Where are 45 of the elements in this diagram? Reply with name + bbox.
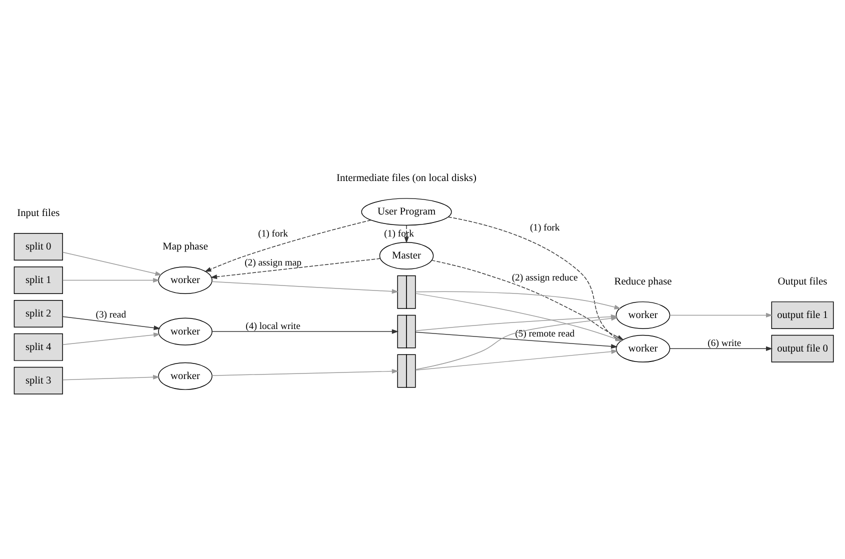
edge-label: (3) read: [96, 310, 126, 321]
arrow: [404, 225, 409, 244]
edge-label: (2) assign reduce: [512, 272, 578, 284]
node-ellipse: worker: [158, 318, 212, 346]
arrow: [415, 291, 622, 310]
node-ellipse: worker: [616, 301, 670, 329]
arrow: [210, 258, 381, 280]
arrow: [415, 349, 618, 371]
edge-label: (1) fork: [530, 222, 560, 234]
arrow: [62, 278, 160, 283]
node-ellipse: User Program: [361, 198, 452, 226]
node-box: split 0: [14, 233, 63, 261]
arrow: [212, 368, 399, 376]
arrow: [669, 312, 773, 318]
edge-label: (5) remote read: [515, 328, 575, 340]
arrow: [669, 346, 773, 352]
label: Intermediate files (on local disks): [336, 173, 476, 184]
edge-label: (6) write: [708, 338, 742, 349]
arrow: [62, 252, 162, 276]
arrow: [448, 216, 622, 342]
arrow: [62, 374, 160, 380]
arrow: [415, 316, 618, 370]
arrow: [204, 220, 372, 272]
node-ellipse: worker: [158, 362, 212, 390]
node-box: output file 0: [771, 334, 834, 362]
label: Reduce phase: [614, 276, 672, 288]
arrow: [415, 293, 622, 342]
arrow: [212, 329, 399, 334]
label: Input files: [17, 208, 60, 220]
edge-label: (1) fork: [384, 228, 414, 240]
node-box: output file 1: [771, 301, 834, 329]
arrow: [415, 332, 618, 349]
node-box: split 1: [14, 266, 63, 294]
arrow: [212, 281, 399, 294]
node-box: split 2: [14, 300, 63, 328]
node-box: split 4: [14, 333, 63, 361]
arrow: [62, 316, 160, 330]
node-ellipse: Master: [379, 242, 434, 270]
label: Output files: [778, 276, 828, 288]
node-box: split 3: [14, 366, 63, 394]
edge-label: (4) local write: [246, 320, 300, 332]
label: Map phase: [162, 242, 208, 253]
edge-label: (2) assign map: [244, 258, 302, 269]
edge-label: (1) fork: [258, 228, 288, 240]
arrow: [62, 332, 160, 345]
